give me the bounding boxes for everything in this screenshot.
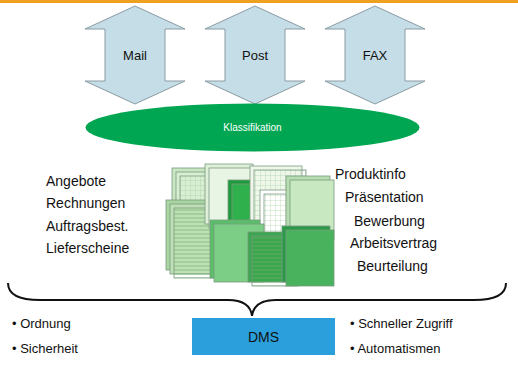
classification-ellipse: Klassifikation (85, 103, 420, 152)
document-type: Beurteilung (357, 258, 428, 274)
channel-arrow: FAX (324, 5, 426, 105)
channel-arrow: Post (204, 5, 306, 105)
dms-box: DMS (192, 318, 335, 355)
node-text: Klassifikation (223, 122, 281, 133)
benefit-bullet: • Ordnung (12, 316, 71, 331)
node-text: Post (242, 48, 268, 63)
document-type: Arbeitsvertrag (350, 235, 437, 251)
document-type: Angebote (46, 173, 106, 189)
benefit-bullet: • Schneller Zugriff (350, 316, 453, 331)
node-text: Mail (123, 48, 147, 63)
document-type: Bewerbung (354, 213, 425, 229)
document-type: Präsentation (345, 189, 424, 205)
benefit-bullet: • Automatismen (350, 341, 441, 356)
node-text: DMS (248, 329, 279, 345)
benefit-bullet: • Sicherheit (12, 341, 78, 356)
node-text: FAX (363, 48, 388, 63)
document-type: Auftragsbest. (46, 218, 129, 234)
document-type: Lieferscheine (46, 240, 129, 256)
channel-arrow: Mail (84, 5, 186, 105)
document-type: Rechnungen (46, 195, 125, 211)
document-type: Produktinfo (335, 166, 406, 182)
